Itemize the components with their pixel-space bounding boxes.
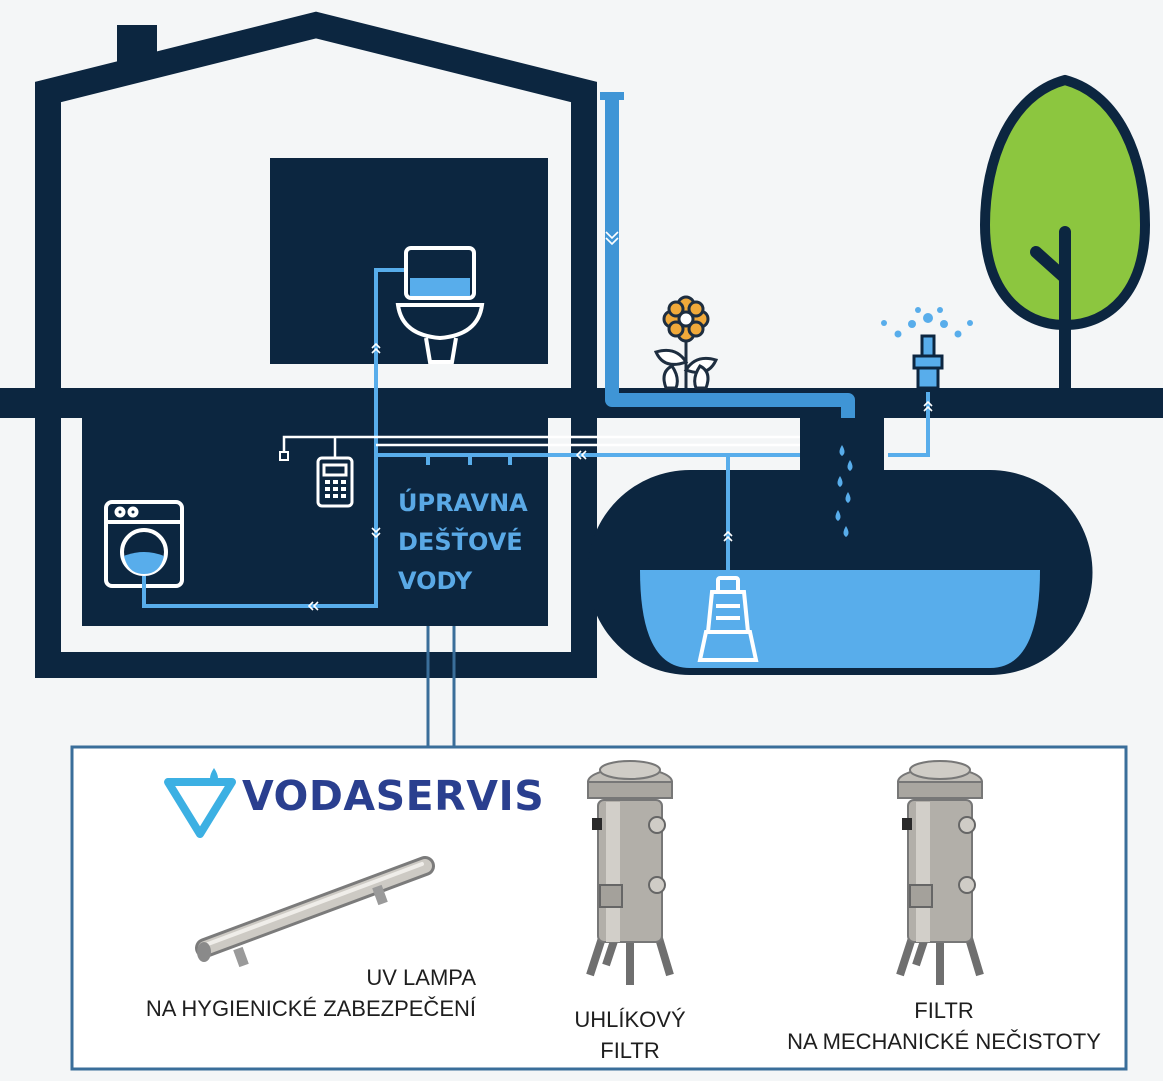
uv-lamp-caption-line-1: UV LAMPA	[366, 965, 476, 990]
control-pipes	[282, 435, 800, 458]
tree-icon	[979, 74, 1151, 394]
pump-icon	[697, 576, 759, 662]
mechanical-filter-image	[896, 760, 984, 985]
room-label-line-3: VODY	[398, 567, 473, 595]
mechanical-filter-caption-line-2: NA MECHANICKÉ NEČISTOTY	[787, 1029, 1101, 1054]
house	[35, 11, 597, 678]
uv-lamp-caption: UV LAMPA NA HYGIENICKÉ ZABEZPEČENÍ	[92, 962, 476, 1024]
house-roof-walls	[35, 11, 597, 388]
flow-arrows	[307, 342, 587, 611]
control-pipe-end	[279, 451, 289, 461]
brand-logo-icon	[164, 768, 236, 838]
flower-icon	[653, 295, 719, 390]
toilet-icon	[395, 246, 485, 364]
carbon-filter-caption-line-2: FILTR	[600, 1038, 660, 1063]
brand-name: VODASERVIS	[242, 772, 545, 820]
treatment-room-label: ÚPRAVNA DEŠŤOVÉ VODY	[398, 484, 528, 601]
uv-lamp-image	[195, 856, 435, 968]
pump-riser-pipe	[723, 455, 733, 590]
carbon-filter-caption-line-1: UHLÍKOVÝ	[574, 1007, 686, 1032]
mechanical-filter-caption-line-1: FILTR	[914, 998, 974, 1023]
downpipe	[600, 92, 855, 440]
garden-pipe	[888, 392, 933, 457]
panel-connectors	[426, 626, 456, 748]
washing-machine-icon	[104, 500, 184, 588]
uv-lamp-caption-line-2: NA HYGIENICKÉ ZABEZPEČENÍ	[145, 996, 476, 1021]
water-drops	[835, 445, 853, 537]
carbon-filter-caption: UHLÍKOVÝ FILTR	[540, 1004, 720, 1066]
room-label-line-1: ÚPRAVNA	[398, 489, 528, 517]
basement-walls	[35, 418, 597, 678]
room-label-line-2: DEŠŤOVÉ	[398, 528, 523, 556]
sprinkler-icon	[881, 307, 973, 390]
mechanical-filter-caption: FILTR NA MECHANICKÉ NEČISTOTY	[764, 995, 1124, 1057]
ground-line	[0, 388, 1163, 418]
chimney	[117, 25, 157, 73]
toilet-supply-pipe	[142, 268, 404, 608]
carbon-filter-image	[586, 760, 674, 985]
